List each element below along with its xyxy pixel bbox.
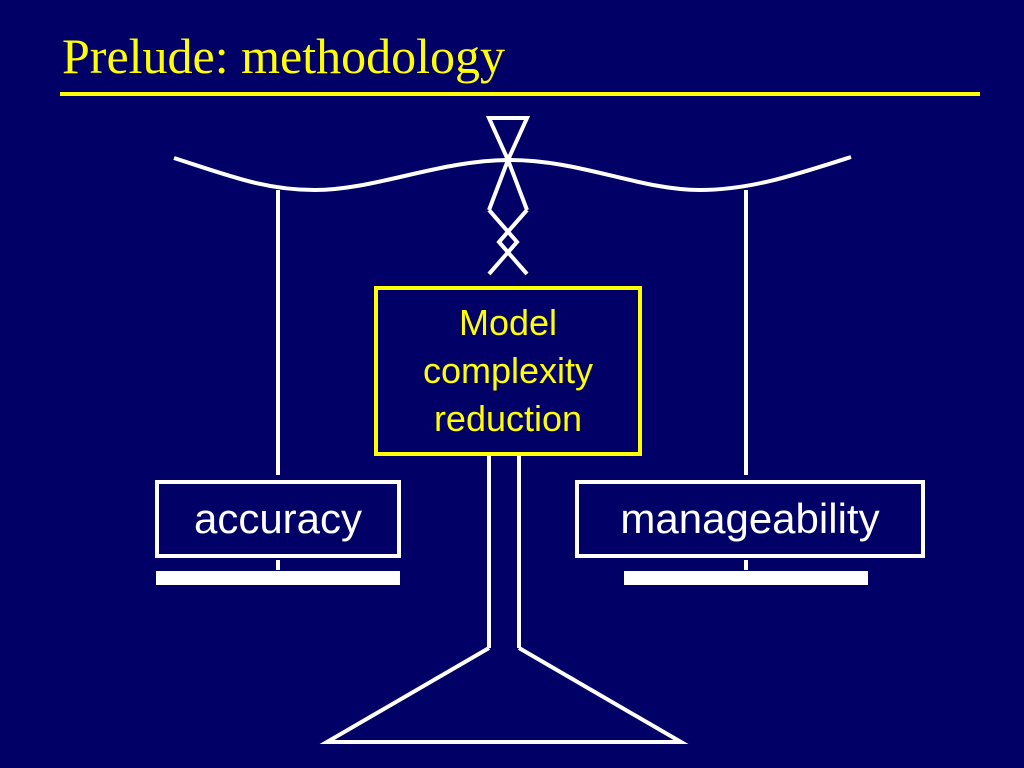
accuracy-box: accuracy (155, 480, 401, 558)
title-underline (60, 92, 980, 96)
scale-base (319, 646, 689, 744)
manageability-box: manageability (575, 480, 925, 558)
center-box-line-3: reduction (433, 398, 583, 439)
model-complexity-reduction-box: Model complexity reduction (374, 286, 642, 456)
slide-title: Prelude: methodology (62, 28, 505, 84)
center-box-line-2: complexity (422, 350, 594, 391)
manageability-label: manageability (620, 495, 880, 542)
accuracy-label: accuracy (193, 495, 363, 542)
scale-pointer (485, 116, 531, 211)
left-scale-pan (156, 571, 400, 585)
center-box-line-1: Model (458, 302, 558, 343)
scale-column-twist (487, 208, 529, 276)
right-scale-pan (624, 571, 868, 585)
